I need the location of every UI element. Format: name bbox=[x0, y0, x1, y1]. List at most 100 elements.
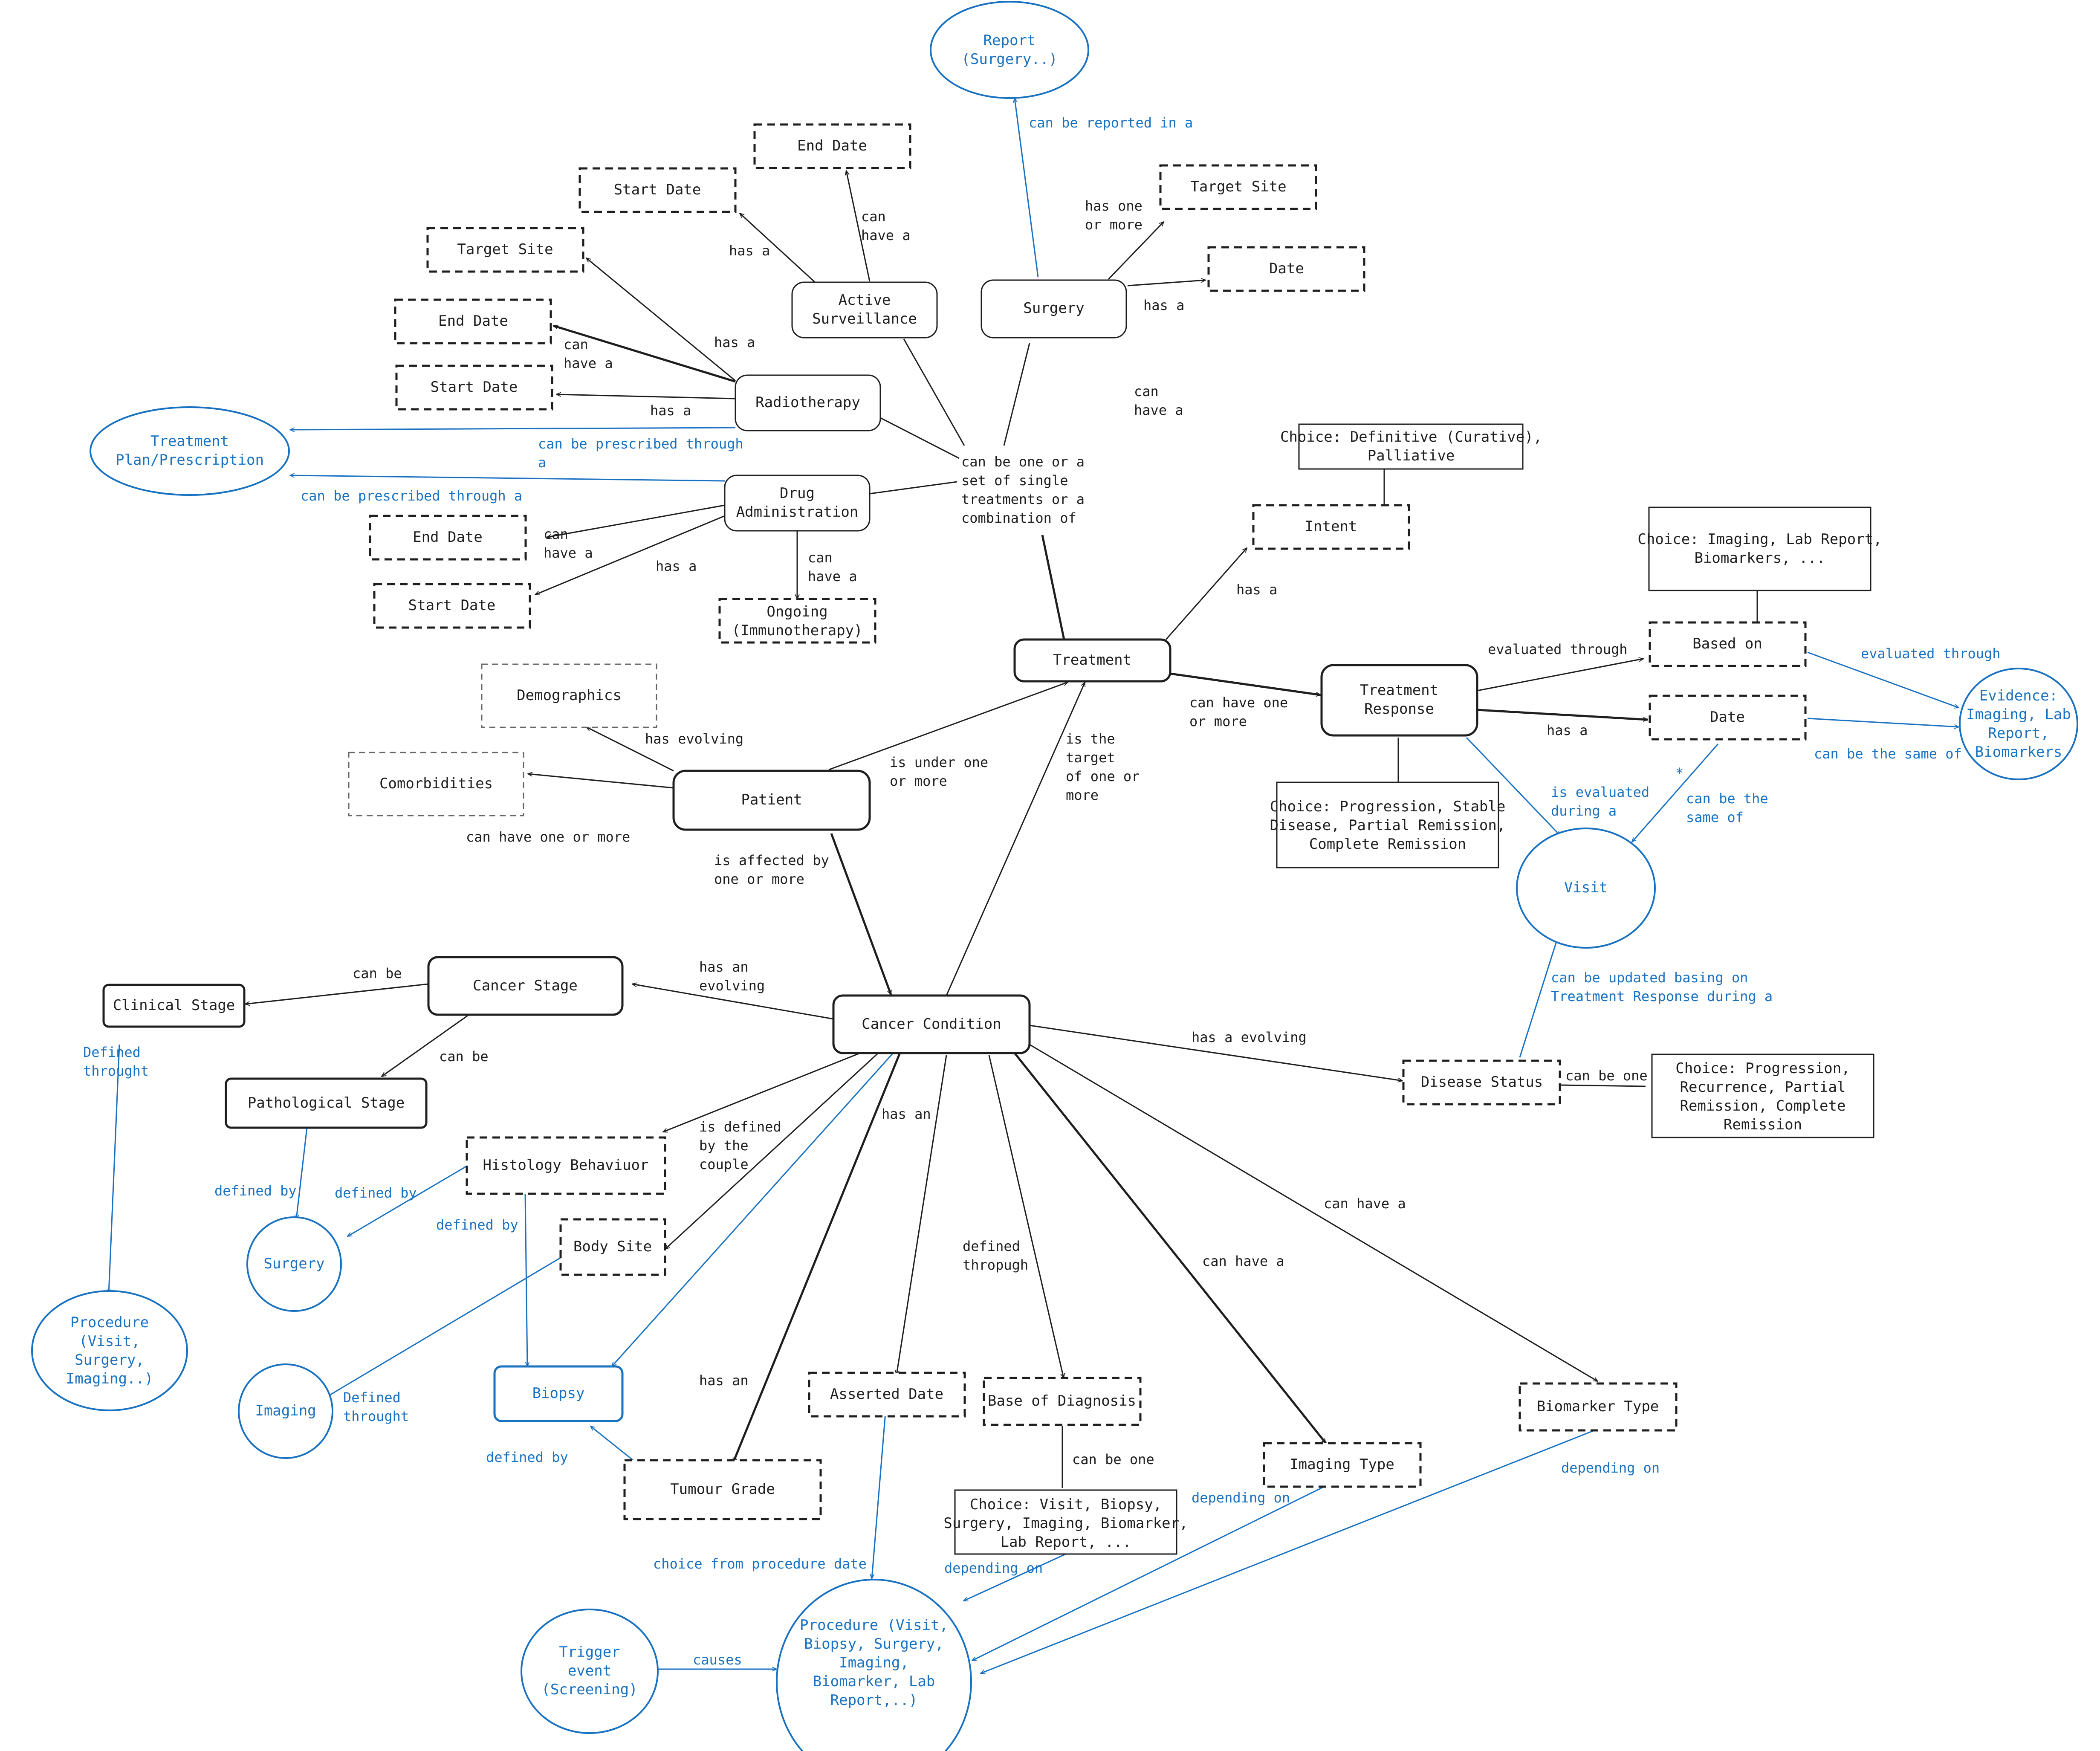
text-line: Date bbox=[1710, 709, 1745, 726]
start-date-drug-node[interactable] bbox=[373, 583, 531, 629]
asserted-date-node[interactable] bbox=[808, 1372, 966, 1418]
date-surgery-label: Date bbox=[1269, 260, 1304, 277]
histology-node[interactable] bbox=[466, 1136, 666, 1195]
label-prescribed-drug: can be prescribed through a bbox=[301, 488, 522, 504]
pathological-stage-node[interactable] bbox=[225, 1077, 428, 1129]
active-surveillance-node[interactable] bbox=[791, 281, 938, 339]
base-of-diagnosis-node[interactable] bbox=[983, 1377, 1142, 1426]
date-surgery-node[interactable] bbox=[1207, 246, 1365, 292]
procedure-bottom-node[interactable] bbox=[776, 1579, 972, 1751]
edge-cancer-tumour bbox=[732, 1053, 901, 1462]
edge-as-start-date bbox=[740, 213, 817, 284]
label-has-a-intent: has a bbox=[1236, 582, 1277, 598]
edge-hist-surgery bbox=[347, 1165, 467, 1237]
label-has-a-as-start: has a bbox=[729, 243, 770, 259]
comorbidities-node[interactable] bbox=[348, 752, 524, 816]
based-on-node[interactable] bbox=[1649, 621, 1807, 667]
evidence-node[interactable] bbox=[1959, 668, 2078, 780]
clinical-stage-node[interactable] bbox=[102, 984, 246, 1028]
surgery-circle-label: Surgery bbox=[263, 1255, 324, 1272]
choice-status-node[interactable] bbox=[1651, 1053, 1874, 1138]
text-line: Recurrence, Partial bbox=[1680, 1079, 1846, 1096]
label-can-be-clinical: can be bbox=[353, 965, 402, 981]
surgery-node[interactable] bbox=[981, 279, 1127, 339]
end-date-as-node[interactable] bbox=[753, 123, 911, 169]
cancer-stage-node[interactable] bbox=[427, 956, 624, 1016]
start-date-rt-node[interactable] bbox=[395, 365, 553, 411]
patient-node[interactable] bbox=[672, 770, 871, 831]
target-site-surgery-node[interactable] bbox=[1159, 164, 1317, 210]
label-evaluated-through: evaluated through bbox=[1488, 641, 1628, 657]
surgery-circle-node[interactable] bbox=[246, 1216, 342, 1312]
text-line: can be updated basing on bbox=[1551, 970, 1748, 986]
end-date-rt-node[interactable] bbox=[394, 298, 552, 344]
text-line: have a bbox=[1134, 402, 1183, 418]
label-can-be-same-of: can be the same of bbox=[1814, 746, 1962, 762]
text-line: evolving bbox=[699, 978, 765, 994]
imaging-circle-node[interactable] bbox=[238, 1363, 333, 1459]
ongoing-node[interactable] bbox=[718, 598, 876, 644]
text-line: set of single bbox=[961, 472, 1068, 489]
demographics-node[interactable] bbox=[481, 663, 657, 728]
intent-node[interactable] bbox=[1252, 504, 1410, 550]
text-line: can be the same of bbox=[1814, 746, 1962, 762]
imaging-type-node[interactable] bbox=[1263, 1442, 1422, 1488]
procedure-bottom-label: Procedure (Visit,Biopsy, Surgery,Imaging… bbox=[800, 1617, 948, 1709]
treatment-plan-node[interactable] bbox=[90, 406, 290, 496]
text-line: Choice: Imaging, Lab Report, bbox=[1637, 531, 1882, 548]
treatment-response-node[interactable] bbox=[1320, 664, 1478, 737]
edge-hub-treatment bbox=[1041, 535, 1066, 642]
biopsy-node[interactable] bbox=[493, 1365, 624, 1422]
label-can-be-pathological: can be bbox=[439, 1048, 489, 1065]
edge-biomarker-procedure bbox=[981, 1430, 1595, 1674]
body-site-node[interactable] bbox=[559, 1218, 666, 1276]
choice-intent-node[interactable] bbox=[1298, 423, 1524, 470]
text-line: Start Date bbox=[614, 181, 701, 198]
text-line: a bbox=[538, 454, 546, 471]
text-line: has evolving bbox=[645, 731, 743, 747]
edge-cancer-histology bbox=[663, 1050, 866, 1133]
demographics-label: Demographics bbox=[517, 687, 622, 704]
procedure-left-node[interactable] bbox=[31, 1290, 188, 1411]
text-line: can be one bbox=[1565, 1068, 1648, 1084]
label-has-a-rt-start: has a bbox=[650, 402, 691, 419]
text-line: Clinical Stage bbox=[113, 997, 235, 1014]
text-line: has a bbox=[729, 243, 770, 259]
label-has-an-asserted: has an bbox=[882, 1106, 931, 1122]
text-line: or more bbox=[890, 773, 947, 789]
text-line: Imaging, Lab bbox=[1966, 706, 2071, 723]
trigger-event-node[interactable] bbox=[521, 1609, 659, 1734]
treatment-node[interactable] bbox=[1013, 638, 1171, 683]
start-date-as-node[interactable] bbox=[579, 167, 737, 213]
text-line: Disease Status bbox=[1421, 1074, 1543, 1091]
choice-diagnosis-node[interactable] bbox=[954, 1489, 1177, 1555]
date-response-node[interactable] bbox=[1649, 695, 1807, 741]
target-site-rt-node[interactable] bbox=[426, 227, 584, 273]
end-date-drug-node[interactable] bbox=[369, 515, 527, 561]
label-depending-on-diagnosis: depending on bbox=[944, 1560, 1043, 1576]
text-line: Choice: Progression, bbox=[1675, 1060, 1850, 1077]
choice-based-on-node[interactable] bbox=[1648, 506, 1871, 591]
edge-stage-clinical bbox=[245, 983, 429, 1004]
choice-response-node[interactable] bbox=[1276, 781, 1499, 868]
disease-status-node[interactable] bbox=[1402, 1059, 1561, 1106]
text-line: has a bbox=[656, 558, 697, 574]
tumour-grade-node[interactable] bbox=[623, 1459, 822, 1520]
label-defined-by-histology: defined by bbox=[335, 1185, 417, 1201]
edge-cancer-asserted bbox=[897, 1055, 947, 1375]
report-node[interactable] bbox=[930, 1, 1089, 99]
biopsy-label: Biopsy bbox=[532, 1385, 585, 1402]
text-line: event bbox=[568, 1662, 611, 1679]
text-line: Based on bbox=[1692, 635, 1762, 652]
biomarker-type-node[interactable] bbox=[1519, 1382, 1678, 1432]
radiotherapy-node[interactable] bbox=[735, 374, 881, 431]
text-line: or more bbox=[1189, 713, 1247, 729]
drug-administration-node[interactable] bbox=[724, 475, 871, 532]
visit-node[interactable] bbox=[1516, 828, 1656, 949]
cancer-condition-node[interactable] bbox=[832, 994, 1031, 1054]
text-line: can be the bbox=[1686, 790, 1768, 807]
date-response-label: Date bbox=[1710, 709, 1745, 726]
